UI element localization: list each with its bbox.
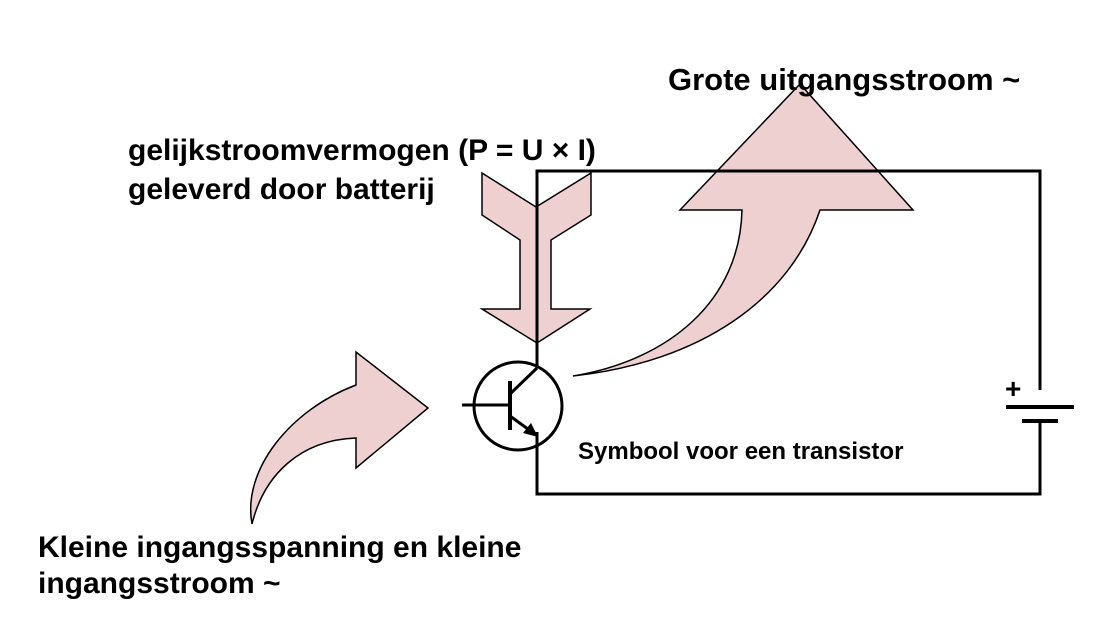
wire-bottom xyxy=(535,421,1042,496)
input-label-line1: Kleine ingangsspanning en kleine xyxy=(38,531,522,564)
transistor-icon xyxy=(462,360,564,452)
battery-icon xyxy=(1006,405,1074,423)
input-label-line2: ingangsstroom ~ xyxy=(38,567,281,600)
output-current-arrow xyxy=(572,82,915,377)
dc-power-label-line2: geleverd door batterij xyxy=(128,173,435,206)
input-arrow xyxy=(250,350,430,525)
circuit-wires xyxy=(535,169,1042,496)
transistor-collector-lead xyxy=(508,366,539,396)
battery-plus-label: + xyxy=(1005,373,1021,404)
wire-top xyxy=(535,169,1042,390)
output-current-label: Grote uitgangsstroom ~ xyxy=(668,62,1021,97)
transistor-symbol-label: Symbool voor een transistor xyxy=(578,438,904,465)
dc-power-label-line1: gelijkstroomvermogen (P = U × I) xyxy=(128,134,596,167)
transistor-emitter-arrowhead xyxy=(523,423,538,437)
